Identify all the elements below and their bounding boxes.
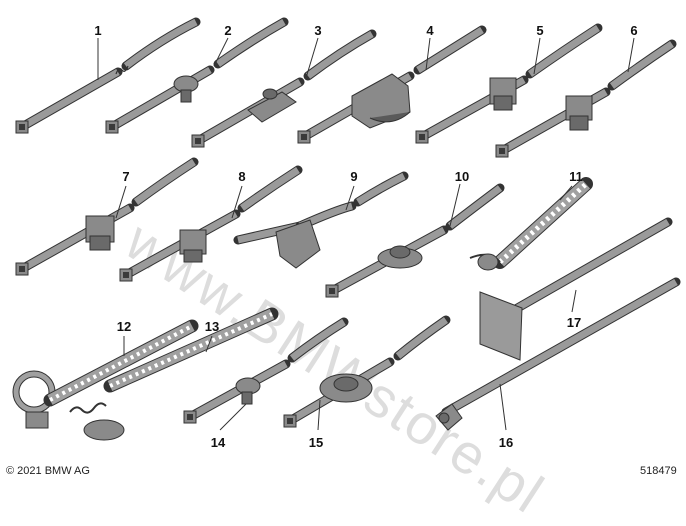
callout-11: 11 — [569, 169, 583, 184]
callout-7: 7 — [122, 169, 130, 184]
callout-2: 2 — [224, 23, 232, 38]
diagram-drawing — [12, 17, 681, 441]
callout-3: 3 — [314, 23, 322, 38]
callout-13: 13 — [204, 319, 220, 334]
callout-10: 10 — [454, 169, 470, 184]
part-13-perforated-strap-anchor — [69, 307, 279, 441]
callout-4: 4 — [426, 23, 434, 38]
part-10-cable-tie-round-anchor — [325, 183, 505, 298]
callout-17: 17 — [566, 315, 582, 330]
callout-14: 14 — [210, 435, 226, 450]
part-17-cable-tie-plate — [479, 217, 673, 361]
part-9-cable-tie-bracket — [233, 171, 409, 269]
callout-8: 8 — [238, 169, 246, 184]
part-2-cable-tie-anchor — [105, 17, 289, 134]
part-8-cable-tie-edge-clip — [119, 165, 303, 282]
callout-9: 9 — [350, 169, 358, 184]
copyright-notice: © 2021 BMW AG — [6, 465, 90, 477]
part-7-cable-tie-edge-clip — [15, 157, 199, 276]
part-3-cable-tie-clip — [191, 29, 377, 148]
part-6-cable-tie-edge-clip — [495, 37, 677, 158]
callout-12: 12 — [116, 319, 132, 334]
part-12-strap-clamp — [12, 319, 199, 429]
diagram-id: 518479 — [640, 465, 677, 477]
callout-6: 6 — [630, 23, 638, 38]
callout-1: 1 — [94, 23, 102, 38]
part-4-cable-tie-block — [297, 25, 487, 144]
part-11-perforated-strap — [469, 177, 593, 271]
part-5-cable-tie-edge-clip — [415, 23, 603, 144]
part-1-cable-tie — [15, 17, 201, 134]
callout-16: 16 — [498, 435, 514, 450]
part-16-cable-tie-fir-tree — [435, 277, 681, 431]
part-15-cable-tie-round-base — [283, 315, 451, 431]
part-14-cable-tie-anchor — [183, 317, 349, 431]
callout-5: 5 — [536, 23, 544, 38]
callout-15: 15 — [308, 435, 324, 450]
